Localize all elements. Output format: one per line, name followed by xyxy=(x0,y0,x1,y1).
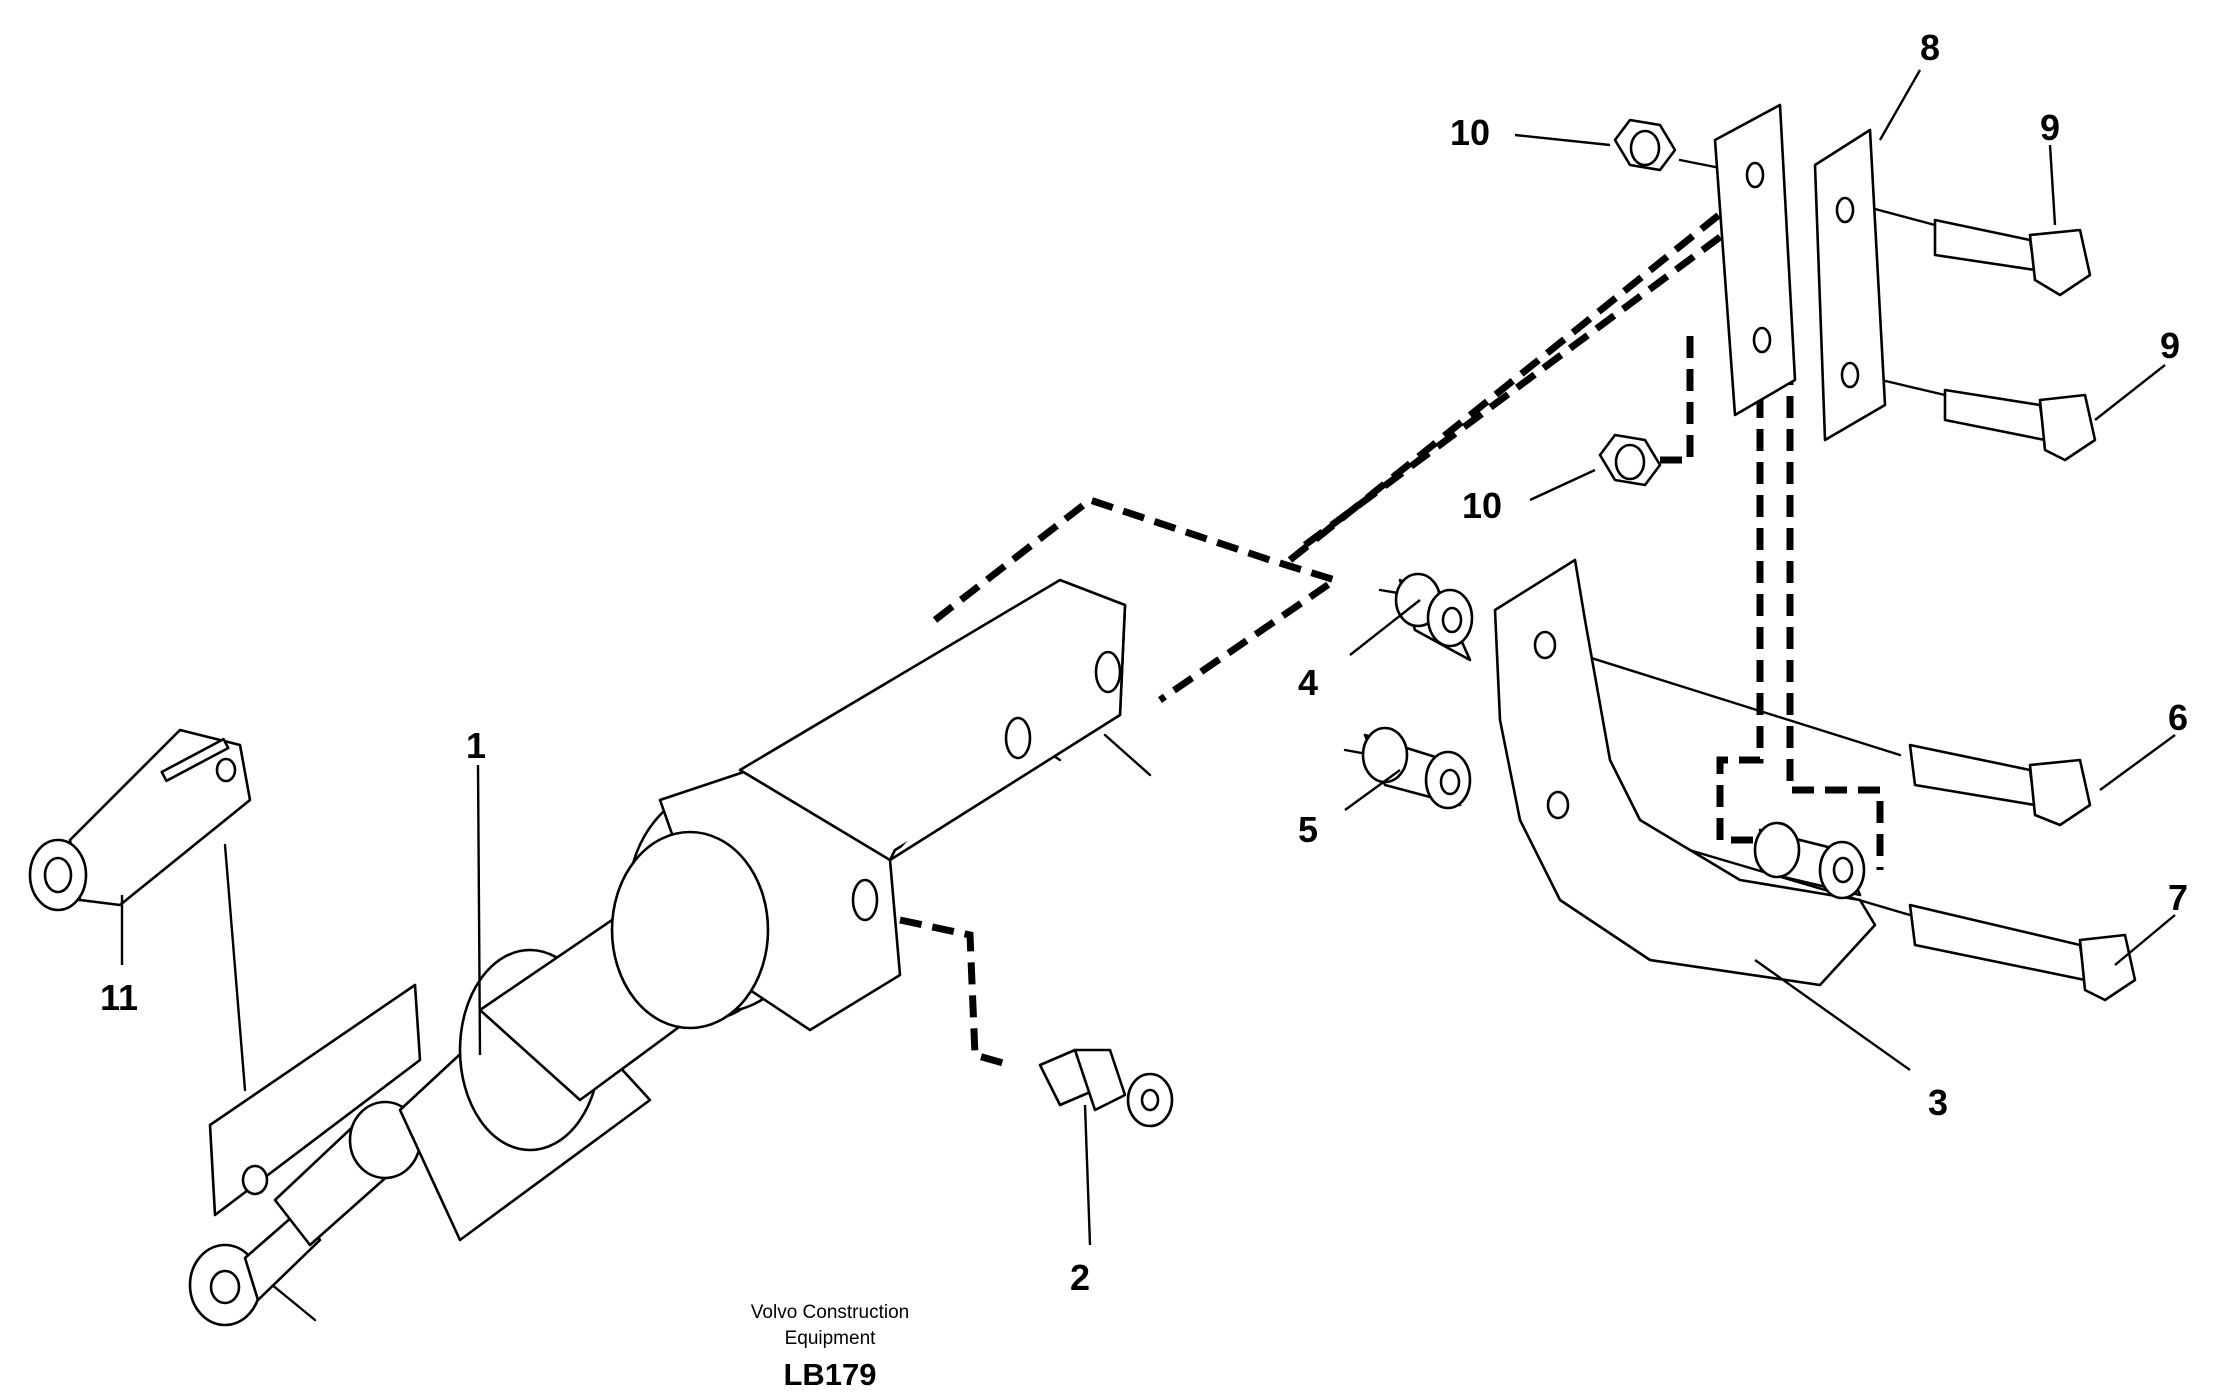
callout-9-upper: 9 xyxy=(2040,107,2060,148)
callout-8: 8 xyxy=(1920,27,1940,68)
bracket xyxy=(1493,558,1877,987)
callout-7: 7 xyxy=(2168,877,2188,918)
callout-4: 4 xyxy=(1298,662,1318,703)
bolt-7 xyxy=(1908,903,2087,982)
plate-right xyxy=(1813,128,1887,442)
callout-10-lower: 10 xyxy=(1462,485,1502,526)
callout-leaders xyxy=(120,69,2176,1246)
guide-grease-nipple xyxy=(899,916,1011,1069)
guide-vertical-right xyxy=(1786,330,1884,870)
bushings xyxy=(1361,572,1866,900)
callout-9-lower: 9 xyxy=(2160,325,2180,366)
bolt-9-lower xyxy=(1943,388,2047,442)
footer: Volvo Construction Equipment LB179 xyxy=(751,1302,909,1392)
footer-company-line2: Equipment xyxy=(785,1328,877,1349)
guide-vertical-left xyxy=(1716,330,1770,844)
callout-labels: 1 2 3 4 5 6 7 8 9 9 10 10 11 xyxy=(100,27,2188,1298)
mounting-plates xyxy=(1713,103,1887,442)
clevis xyxy=(28,728,252,912)
figure-code: LB179 xyxy=(783,1357,876,1392)
callout-5: 5 xyxy=(1298,809,1318,850)
mounting-plate xyxy=(208,983,422,1217)
callout-6: 6 xyxy=(2168,697,2188,738)
plate-left xyxy=(1713,103,1797,417)
callout-10-upper: 10 xyxy=(1450,112,1490,153)
hydraulic-cylinder xyxy=(188,578,1127,1327)
callout-1: 1 xyxy=(466,725,486,766)
grease-nipple xyxy=(1038,1048,1174,1128)
bolts xyxy=(1908,218,2137,1002)
callout-11: 11 xyxy=(100,977,138,1018)
callout-3: 3 xyxy=(1928,1082,1948,1123)
guide-plate-top-hole-2 xyxy=(1302,197,1773,548)
assembly-guide-lines xyxy=(899,187,1884,1069)
guide-nut-lower xyxy=(1660,330,1694,464)
nuts xyxy=(1598,118,1677,487)
bolt-9-upper xyxy=(1933,218,2037,272)
footer-company-line1: Volvo Construction xyxy=(751,1302,909,1323)
callout-2: 2 xyxy=(1070,1257,1090,1298)
bolt-6 xyxy=(1908,743,2037,807)
